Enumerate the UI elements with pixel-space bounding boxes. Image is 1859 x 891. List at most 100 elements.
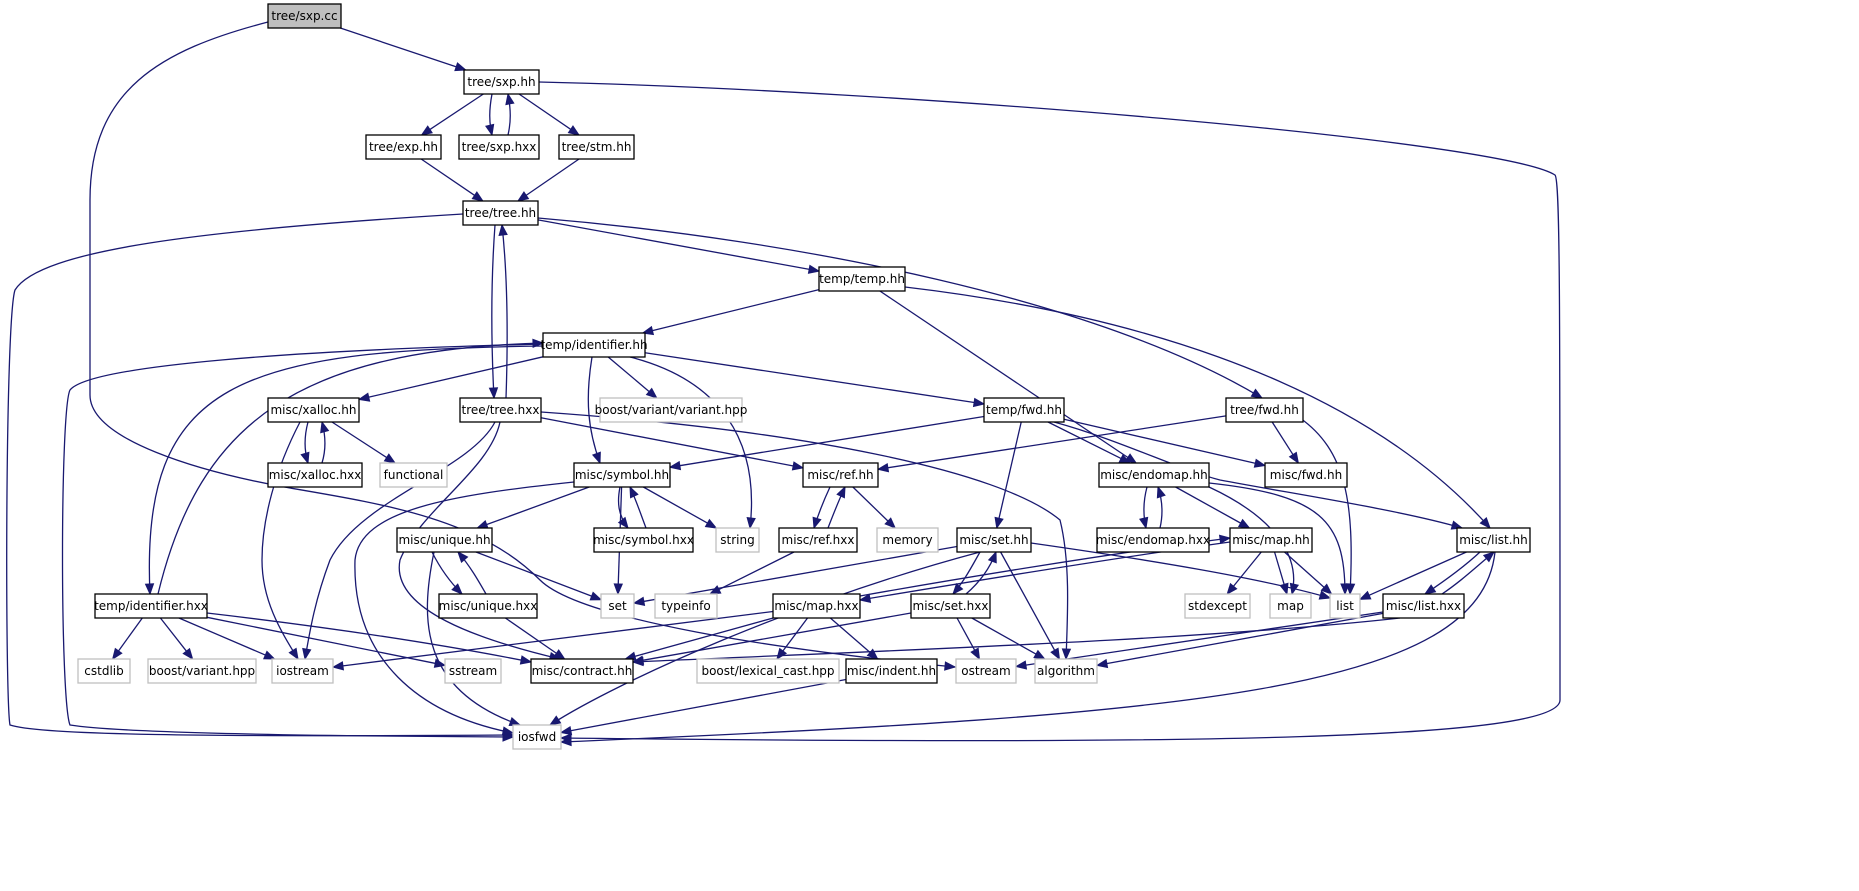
node-box[interactable] [444, 658, 502, 684]
node-misc-ref-hh[interactable]: misc/ref.hh [802, 462, 879, 488]
node-box[interactable] [1382, 593, 1465, 619]
node-tree-tree-hxx[interactable]: tree/tree.hxx [459, 397, 542, 423]
node-misc-map-hxx[interactable]: misc/map.hxx [772, 593, 861, 619]
node-misc-fwd-hh[interactable]: misc/fwd.hh [1264, 462, 1348, 488]
arrow-head-icon [505, 92, 515, 106]
arrow-head-icon [300, 451, 310, 465]
node-misc-xalloc-hh[interactable]: misc/xalloc.hh [267, 397, 360, 423]
node-box[interactable] [365, 134, 442, 160]
node-misc-set-hxx[interactable]: misc/set.hxx [910, 593, 991, 619]
node-box[interactable] [530, 658, 634, 684]
node-box[interactable] [558, 134, 635, 160]
node-tree-fwd-hh[interactable]: tree/fwd.hh [1225, 397, 1304, 423]
node-box[interactable] [1329, 593, 1361, 619]
node-misc-list-hh[interactable]: misc/list.hh [1456, 527, 1531, 553]
node-box[interactable] [1264, 462, 1348, 488]
node-box[interactable] [802, 462, 879, 488]
node-misc-unique-hxx[interactable]: misc/unique.hxx [438, 593, 538, 619]
node-box[interactable] [772, 593, 861, 619]
node-box[interactable] [1098, 462, 1210, 488]
node-box[interactable] [599, 397, 743, 423]
node-box[interactable] [1269, 593, 1312, 619]
node-boost-variant-hpp[interactable]: boost/variant.hpp [147, 658, 257, 684]
node-misc-endomap-hh[interactable]: misc/endomap.hh [1098, 462, 1210, 488]
node-box[interactable] [267, 397, 360, 423]
node-box[interactable] [512, 724, 562, 750]
node-box[interactable] [267, 462, 363, 488]
node-box[interactable] [876, 527, 939, 553]
node-box[interactable] [818, 266, 906, 292]
edge-line [829, 617, 872, 654]
node-box[interactable] [1184, 593, 1251, 619]
node-iostream[interactable]: iostream [271, 658, 334, 684]
node-misc-map-hh[interactable]: misc/map.hh [1229, 527, 1313, 553]
node-box[interactable] [715, 527, 760, 553]
node-misc-xalloc-hxx[interactable]: misc/xalloc.hxx [267, 462, 363, 488]
node-box[interactable] [955, 658, 1017, 684]
node-box[interactable] [458, 134, 540, 160]
node-misc-symbol-hxx[interactable]: misc/symbol.hxx [593, 527, 694, 553]
node-misc-list-hxx[interactable]: misc/list.hxx [1382, 593, 1465, 619]
node-box[interactable] [778, 527, 858, 553]
node-cstdlib[interactable]: cstdlib [77, 658, 131, 684]
node-box[interactable] [267, 3, 342, 29]
node-misc-set-hh[interactable]: misc/set.hh [956, 527, 1032, 553]
node-temp-identifier-hxx[interactable]: temp/identifier.hxx [94, 593, 208, 619]
node-box[interactable] [462, 200, 539, 226]
node-box[interactable] [696, 658, 840, 684]
node-tree-exp-hh[interactable]: tree/exp.hh [365, 134, 442, 160]
node-box[interactable] [600, 593, 635, 619]
node-misc-unique-hh[interactable]: misc/unique.hh [396, 527, 493, 553]
node-ostream[interactable]: ostream [955, 658, 1017, 684]
node-iosfwd[interactable]: iosfwd [512, 724, 562, 750]
node-algorithm[interactable]: algorithm [1034, 658, 1098, 684]
node-temp-fwd-hh[interactable]: temp/fwd.hh [983, 397, 1065, 423]
node-box[interactable] [77, 658, 131, 684]
node-box[interactable] [459, 397, 542, 423]
node-boost-variant-variant-hpp[interactable]: boost/variant/variant.hpp [595, 397, 748, 423]
node-tree-sxp-hxx[interactable]: tree/sxp.hxx [458, 134, 540, 160]
node-temp-identifier-hh[interactable]: temp/identifier.hh [540, 332, 648, 358]
node-box[interactable] [1034, 658, 1098, 684]
node-box[interactable] [438, 593, 538, 619]
node-box[interactable] [983, 397, 1065, 423]
node-tree-stm-hh[interactable]: tree/stm.hh [558, 134, 635, 160]
node-box[interactable] [379, 462, 448, 488]
node-box[interactable] [956, 527, 1032, 553]
node-tree-sxp-cc[interactable]: tree/sxp.cc [267, 3, 342, 29]
node-box[interactable] [94, 593, 208, 619]
node-list[interactable]: list [1329, 593, 1361, 619]
node-box[interactable] [1225, 397, 1304, 423]
node-box[interactable] [396, 527, 493, 553]
node-misc-symbol-hh[interactable]: misc/symbol.hh [573, 462, 671, 488]
node-map[interactable]: map [1269, 593, 1312, 619]
node-box[interactable] [271, 658, 334, 684]
edge-temp-fwd-hh-to-misc-fwd-hh [1063, 418, 1267, 468]
node-box[interactable] [1229, 527, 1313, 553]
node-temp-temp-hh[interactable]: temp/temp.hh [818, 266, 906, 292]
node-box[interactable] [910, 593, 991, 619]
node-sstream[interactable]: sstream [444, 658, 502, 684]
node-box[interactable] [542, 332, 646, 358]
node-memory[interactable]: memory [876, 527, 939, 553]
node-box[interactable] [1456, 527, 1531, 553]
node-box[interactable] [1096, 527, 1210, 553]
node-typeinfo[interactable]: typeinfo [654, 593, 718, 619]
node-misc-ref-hxx[interactable]: misc/ref.hxx [778, 527, 858, 553]
node-misc-contract-hh[interactable]: misc/contract.hh [530, 658, 634, 684]
node-box[interactable] [654, 593, 718, 619]
node-misc-endomap-hxx[interactable]: misc/endomap.hxx [1096, 527, 1210, 553]
node-tree-tree-hh[interactable]: tree/tree.hh [462, 200, 539, 226]
node-stdexcept[interactable]: stdexcept [1184, 593, 1251, 619]
node-box[interactable] [593, 527, 694, 553]
node-box[interactable] [845, 658, 938, 684]
node-set[interactable]: set [600, 593, 635, 619]
node-box[interactable] [147, 658, 257, 684]
node-tree-sxp-hh[interactable]: tree/sxp.hh [463, 69, 540, 95]
node-string[interactable]: string [715, 527, 760, 553]
node-box[interactable] [463, 69, 540, 95]
node-box[interactable] [573, 462, 671, 488]
node-misc-indent-hh[interactable]: misc/indent.hh [845, 658, 938, 684]
node-boost-lexical-cast-hpp[interactable]: boost/lexical_cast.hpp [696, 658, 840, 684]
node-functional[interactable]: functional [379, 462, 448, 488]
